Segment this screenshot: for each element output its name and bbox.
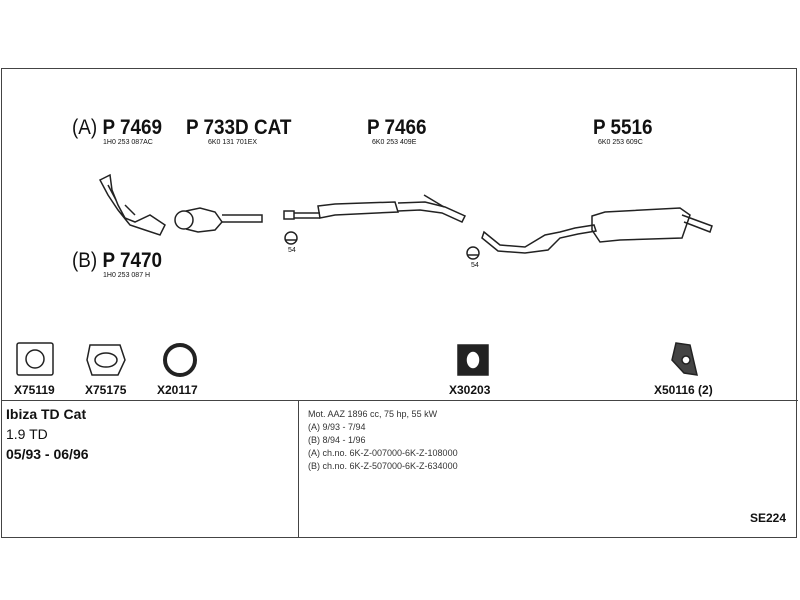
- part-label-p7469: (A) P 7469: [72, 116, 163, 139]
- clamp-label: 54: [288, 247, 296, 254]
- diagram-frame: [1, 68, 797, 538]
- divider: [298, 400, 299, 538]
- accessory-label: X30203: [449, 383, 491, 397]
- gasket-icon: [86, 344, 126, 376]
- oem-number: 6K0 253 409E: [372, 139, 417, 146]
- rear-silencer-drawing: [481, 207, 713, 254]
- oem-number: 1H0 253 087AC: [103, 139, 153, 146]
- spec-list: Mot. AAZ 1896 cc, 75 hp, 55 kW (A) 9/93 …: [308, 408, 458, 473]
- spec-line: (B) ch.no. 6K-Z-507000-6K-Z-634000: [308, 461, 458, 471]
- part-label-p733d: P 733D CAT: [186, 116, 292, 139]
- vehicle-years: 05/93 - 06/96: [6, 446, 89, 462]
- accessory-label: X75175: [85, 383, 127, 397]
- front-pipe-drawing: [98, 173, 166, 236]
- rubber-hanger-icon: [671, 342, 698, 376]
- accessory-label: X20117: [157, 383, 198, 397]
- middle-pipe-drawing: [283, 194, 467, 223]
- oem-number: 6K0 253 609C: [598, 139, 643, 146]
- catalyst-drawing: [174, 207, 263, 233]
- oem-number: 1H0 253 087 H: [103, 272, 151, 279]
- clamp-icon: [284, 231, 298, 245]
- spec-line: Mot. AAZ 1896 cc, 75 hp, 55 kW: [308, 409, 438, 419]
- divider: [1, 400, 798, 401]
- part-label-p7470: (B) P 7470: [72, 249, 163, 272]
- oem-number: 6K0 131 701EX: [208, 139, 258, 146]
- clamp-icon: [466, 246, 480, 260]
- vehicle-model: Ibiza TD Cat: [6, 406, 87, 422]
- accessory-label: X50116 (2): [654, 383, 713, 397]
- seal-ring-icon: [163, 343, 197, 377]
- gasket-icon: [16, 342, 54, 376]
- part-label-p7466: P 7466: [367, 116, 427, 139]
- spec-line: (A) ch.no. 6K-Z-007000-6K-Z-108000: [308, 448, 458, 458]
- spec-line: (B) 8/94 - 1/96: [308, 435, 366, 445]
- clamp-label: 54: [471, 262, 479, 269]
- spec-line: (A) 9/93 - 7/94: [308, 422, 366, 432]
- part-label-p5516: P 5516: [593, 116, 653, 139]
- rubber-mount-icon: [457, 344, 489, 376]
- accessory-label: X75119: [14, 383, 55, 397]
- system-code: SE224: [750, 511, 787, 525]
- vehicle-engine: 1.9 TD: [6, 426, 48, 442]
